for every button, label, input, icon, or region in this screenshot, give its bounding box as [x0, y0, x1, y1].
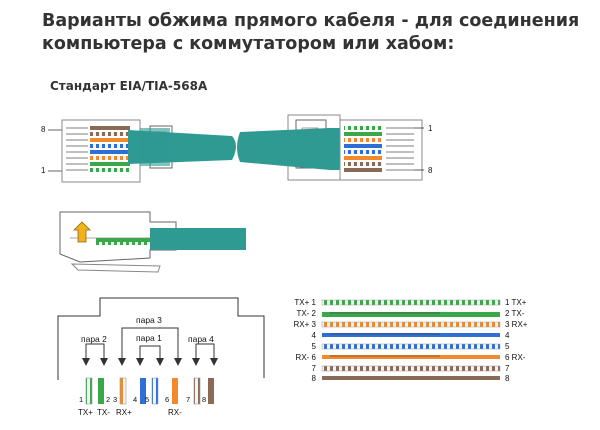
wire-map-right-3: 3 RX+: [505, 320, 528, 329]
wire-map-right-6: 6 RX-: [505, 353, 526, 362]
standard-subtitle: Стандарт EIA/TIA-568A: [50, 79, 208, 93]
left-pin-label-1: 1: [41, 166, 46, 175]
wire-brown: [90, 126, 130, 130]
wire-map-right-1: 1 TX+: [505, 298, 527, 307]
wire-map-right-5: 5: [505, 342, 510, 351]
left-pin-label-8: 8: [41, 125, 46, 134]
signal-tx-plus: TX+: [78, 408, 93, 417]
crimp-cable: [150, 228, 246, 250]
pin-number-2: 2: [106, 395, 110, 404]
wire-map: TX+ 1 TX- 2 RX+ 3 4 5 RX- 6 7 8 1 TX+ 2 …: [294, 298, 528, 383]
pin-number-8: 8: [202, 395, 206, 404]
wire-map-right-2: 2 TX-: [505, 309, 525, 318]
pair-4-label: пара 4: [188, 334, 214, 344]
pin-number-4: 4: [133, 395, 137, 404]
signal-rx-minus: RX-: [168, 408, 182, 417]
right-cable: [237, 128, 340, 170]
pin-number-7: 7: [186, 395, 190, 404]
pair-2-label: пара 2: [81, 334, 107, 344]
pin-number-1: 1: [79, 395, 83, 404]
wire-map-left-7: 7: [312, 364, 317, 373]
pair-1-label: пара 1: [136, 333, 162, 343]
pair-3-label: пара 3: [136, 315, 162, 325]
pair-diagram: пара 2 пара 3 пара 1 пара 4 1 2 3 4 5 6 …: [57, 297, 265, 417]
page-title: Варианты обжима прямого кабеля - для сое…: [42, 11, 580, 54]
crimp-side-view: [59, 211, 246, 273]
pin-number-6: 6: [165, 395, 169, 404]
wire-map-left-8: 8: [312, 374, 317, 383]
wire-map-right-4: 4: [505, 331, 510, 340]
signal-rx-plus: RX+: [116, 408, 132, 417]
wire-map-left-2: TX- 2: [296, 309, 316, 318]
left-rj45-connector: 8 1: [41, 119, 236, 183]
pin-number-5: 5: [145, 395, 149, 404]
wire-map-left-5: 5: [312, 342, 317, 351]
wire-map-left-1: TX+ 1: [294, 298, 316, 307]
wire-map-left-6: RX- 6: [296, 353, 317, 362]
right-pin-label-1: 1: [428, 124, 433, 133]
right-pin-label-8: 8: [428, 166, 433, 175]
wire-map-left-4: 4: [312, 331, 317, 340]
crimp-arrow-icon: [73, 221, 91, 243]
wire-map-right-8: 8: [505, 374, 510, 383]
wire-map-left-3: RX+ 3: [294, 320, 317, 329]
pin-number-3: 3: [113, 395, 117, 404]
right-rj45-connector: 1 8: [237, 114, 433, 181]
wire-map-right-7: 7: [505, 364, 510, 373]
signal-tx-minus: TX-: [97, 408, 110, 417]
